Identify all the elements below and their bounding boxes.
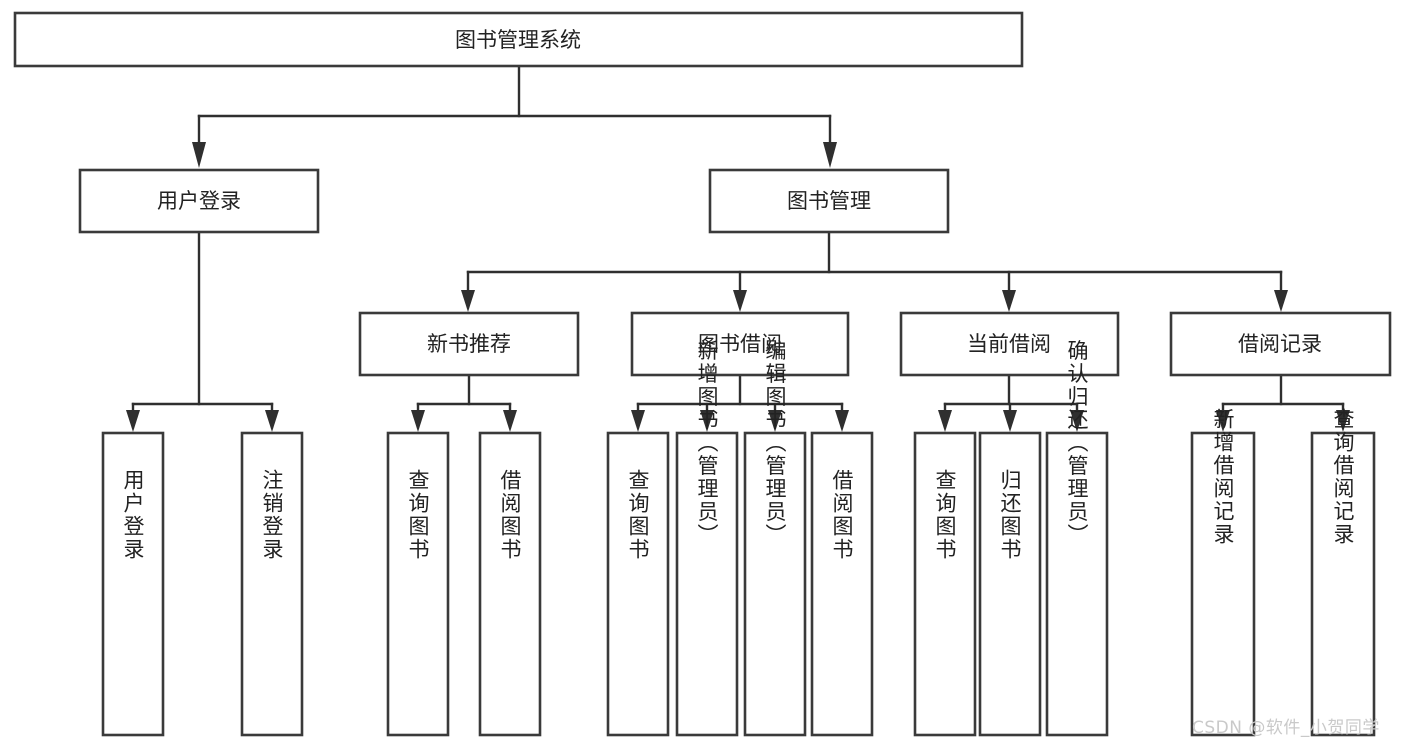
node-leaf-query-book-b-label: 查询图书 — [626, 469, 650, 561]
node-leaf-query-book-b-box[interactable] — [606, 431, 670, 737]
arrowhead-currentborrow — [1002, 290, 1016, 312]
node-leaf-edit-book-label: 编辑图书（管理员） — [763, 340, 787, 547]
node-leaf-user-login[interactable]: 用户登录 — [101, 431, 165, 737]
node-leaf-query-book-b[interactable]: 查询图书 — [606, 431, 670, 737]
node-new-book-rec-box[interactable] — [358, 311, 580, 377]
arrowhead-leaf-confirm-return — [1070, 410, 1084, 432]
arrowhead-leaf-query-book-b — [631, 410, 645, 432]
node-leaf-edit-book[interactable]: 编辑图书（管理员） — [743, 340, 807, 737]
node-leaf-borrow-book-rec[interactable]: 借阅图书 — [478, 431, 542, 737]
node-leaf-query-book-c-label: 查询图书 — [933, 469, 957, 561]
arrowhead-leaf-query-book-c — [938, 410, 952, 432]
arrowhead-leaf-borrow-book-b — [835, 410, 849, 432]
arrowhead-leaf-user-login — [126, 410, 140, 432]
node-leaf-borrow-book-rec-label: 借阅图书 — [498, 469, 522, 561]
node-book-borrow-label: 图书借阅 — [698, 332, 782, 356]
node-leaf-return-book-box[interactable] — [978, 431, 1042, 737]
node-leaf-add-book[interactable]: 新增图书（管理员） — [675, 340, 739, 737]
node-root-label: 图书管理系统 — [455, 28, 581, 52]
node-leaf-logout-box[interactable] — [240, 431, 304, 737]
node-leaf-query-book-rec[interactable]: 查询图书 — [386, 431, 450, 737]
node-leaf-logout-label: 注销登录 — [260, 469, 284, 561]
arrowhead-leaf-query-record — [1336, 410, 1350, 432]
node-book-borrow-box[interactable] — [630, 311, 850, 377]
node-current-borrow-box[interactable] — [899, 311, 1120, 377]
arrowhead-leaf-query-book-rec — [411, 410, 425, 432]
node-book-borrow[interactable]: 图书借阅 — [630, 311, 850, 377]
node-leaf-borrow-book-rec-box[interactable] — [478, 431, 542, 737]
node-book-manage-label: 图书管理 — [787, 189, 871, 213]
node-leaf-return-book-label: 归还图书 — [998, 469, 1022, 561]
node-book-manage[interactable]: 图书管理 — [708, 168, 950, 234]
node-book-manage-box[interactable] — [708, 168, 950, 234]
edge-layer — [126, 64, 1350, 432]
arrowhead-newbook — [461, 290, 475, 312]
node-leaf-user-login-label: 用户登录 — [121, 469, 145, 561]
arrowhead-borrowrecord — [1274, 290, 1288, 312]
node-leaf-borrow-book-b[interactable]: 借阅图书 — [810, 431, 874, 737]
node-leaf-query-record-box[interactable] — [1310, 431, 1376, 737]
node-root-box[interactable] — [13, 11, 1024, 68]
arrowhead-bookborrow — [733, 290, 747, 312]
node-current-borrow[interactable]: 当前借阅 — [899, 311, 1120, 377]
arrowhead-leaf-logout — [265, 410, 279, 432]
node-borrow-record-label: 借阅记录 — [1238, 332, 1322, 356]
node-user-login-label: 用户登录 — [157, 189, 241, 213]
arrowhead-leaf-add-record — [1216, 410, 1230, 432]
node-leaf-borrow-book-b-box[interactable] — [810, 431, 874, 737]
node-leaf-edit-book-box[interactable] — [743, 431, 807, 737]
arrowhead-leaf-return-book — [1003, 410, 1017, 432]
node-leaf-return-book[interactable]: 归还图书 — [978, 431, 1042, 737]
node-leaf-add-record-box[interactable] — [1190, 431, 1256, 737]
node-leaf-query-record-label: 查询借阅记录 — [1331, 408, 1355, 546]
node-leaf-query-book-c[interactable]: 查询图书 — [913, 431, 977, 737]
csdn-watermark: CSDN @软件_小贺同学 — [1192, 718, 1380, 738]
node-new-book-rec-label: 新书推荐 — [427, 332, 511, 356]
node-new-book-rec[interactable]: 新书推荐 — [358, 311, 580, 377]
node-leaf-query-record[interactable]: 查询借阅记录 — [1310, 408, 1376, 737]
node-leaf-add-record[interactable]: 新增借阅记录 — [1190, 408, 1256, 737]
arrowhead-leaf-edit-book — [768, 410, 782, 432]
arrowhead-leaf-add-book — [700, 410, 714, 432]
node-leaf-confirm-return-box[interactable] — [1045, 431, 1109, 737]
node-leaf-add-book-box[interactable] — [675, 431, 739, 737]
node-leaf-query-book-rec-label: 查询图书 — [406, 469, 430, 561]
node-user-login[interactable]: 用户登录 — [78, 168, 320, 234]
node-leaf-user-login-box[interactable] — [101, 431, 165, 737]
node-leaf-query-book-rec-box[interactable] — [386, 431, 450, 737]
node-leaf-add-record-label: 新增借阅记录 — [1211, 408, 1235, 546]
arrowhead-leaf-borrow-book-rec — [503, 410, 517, 432]
node-leaf-logout[interactable]: 注销登录 — [240, 431, 304, 737]
arrowhead-book-manage — [823, 142, 837, 168]
arrowhead-user-login — [192, 142, 206, 168]
node-root[interactable]: 图书管理系统 — [13, 11, 1024, 68]
node-borrow-record[interactable]: 借阅记录 — [1169, 311, 1392, 377]
node-borrow-record-box[interactable] — [1169, 311, 1392, 377]
node-leaf-borrow-book-b-label: 借阅图书 — [830, 469, 854, 561]
node-user-login-box[interactable] — [78, 168, 320, 234]
node-leaf-add-book-label: 新增图书（管理员） — [695, 340, 719, 547]
node-current-borrow-label: 当前借阅 — [967, 332, 1051, 356]
node-leaf-query-book-c-box[interactable] — [913, 431, 977, 737]
node-leaf-confirm-return-label: 确认归还（管理员） — [1065, 340, 1089, 547]
node-leaf-confirm-return[interactable]: 确认归还（管理员） — [1045, 340, 1109, 737]
